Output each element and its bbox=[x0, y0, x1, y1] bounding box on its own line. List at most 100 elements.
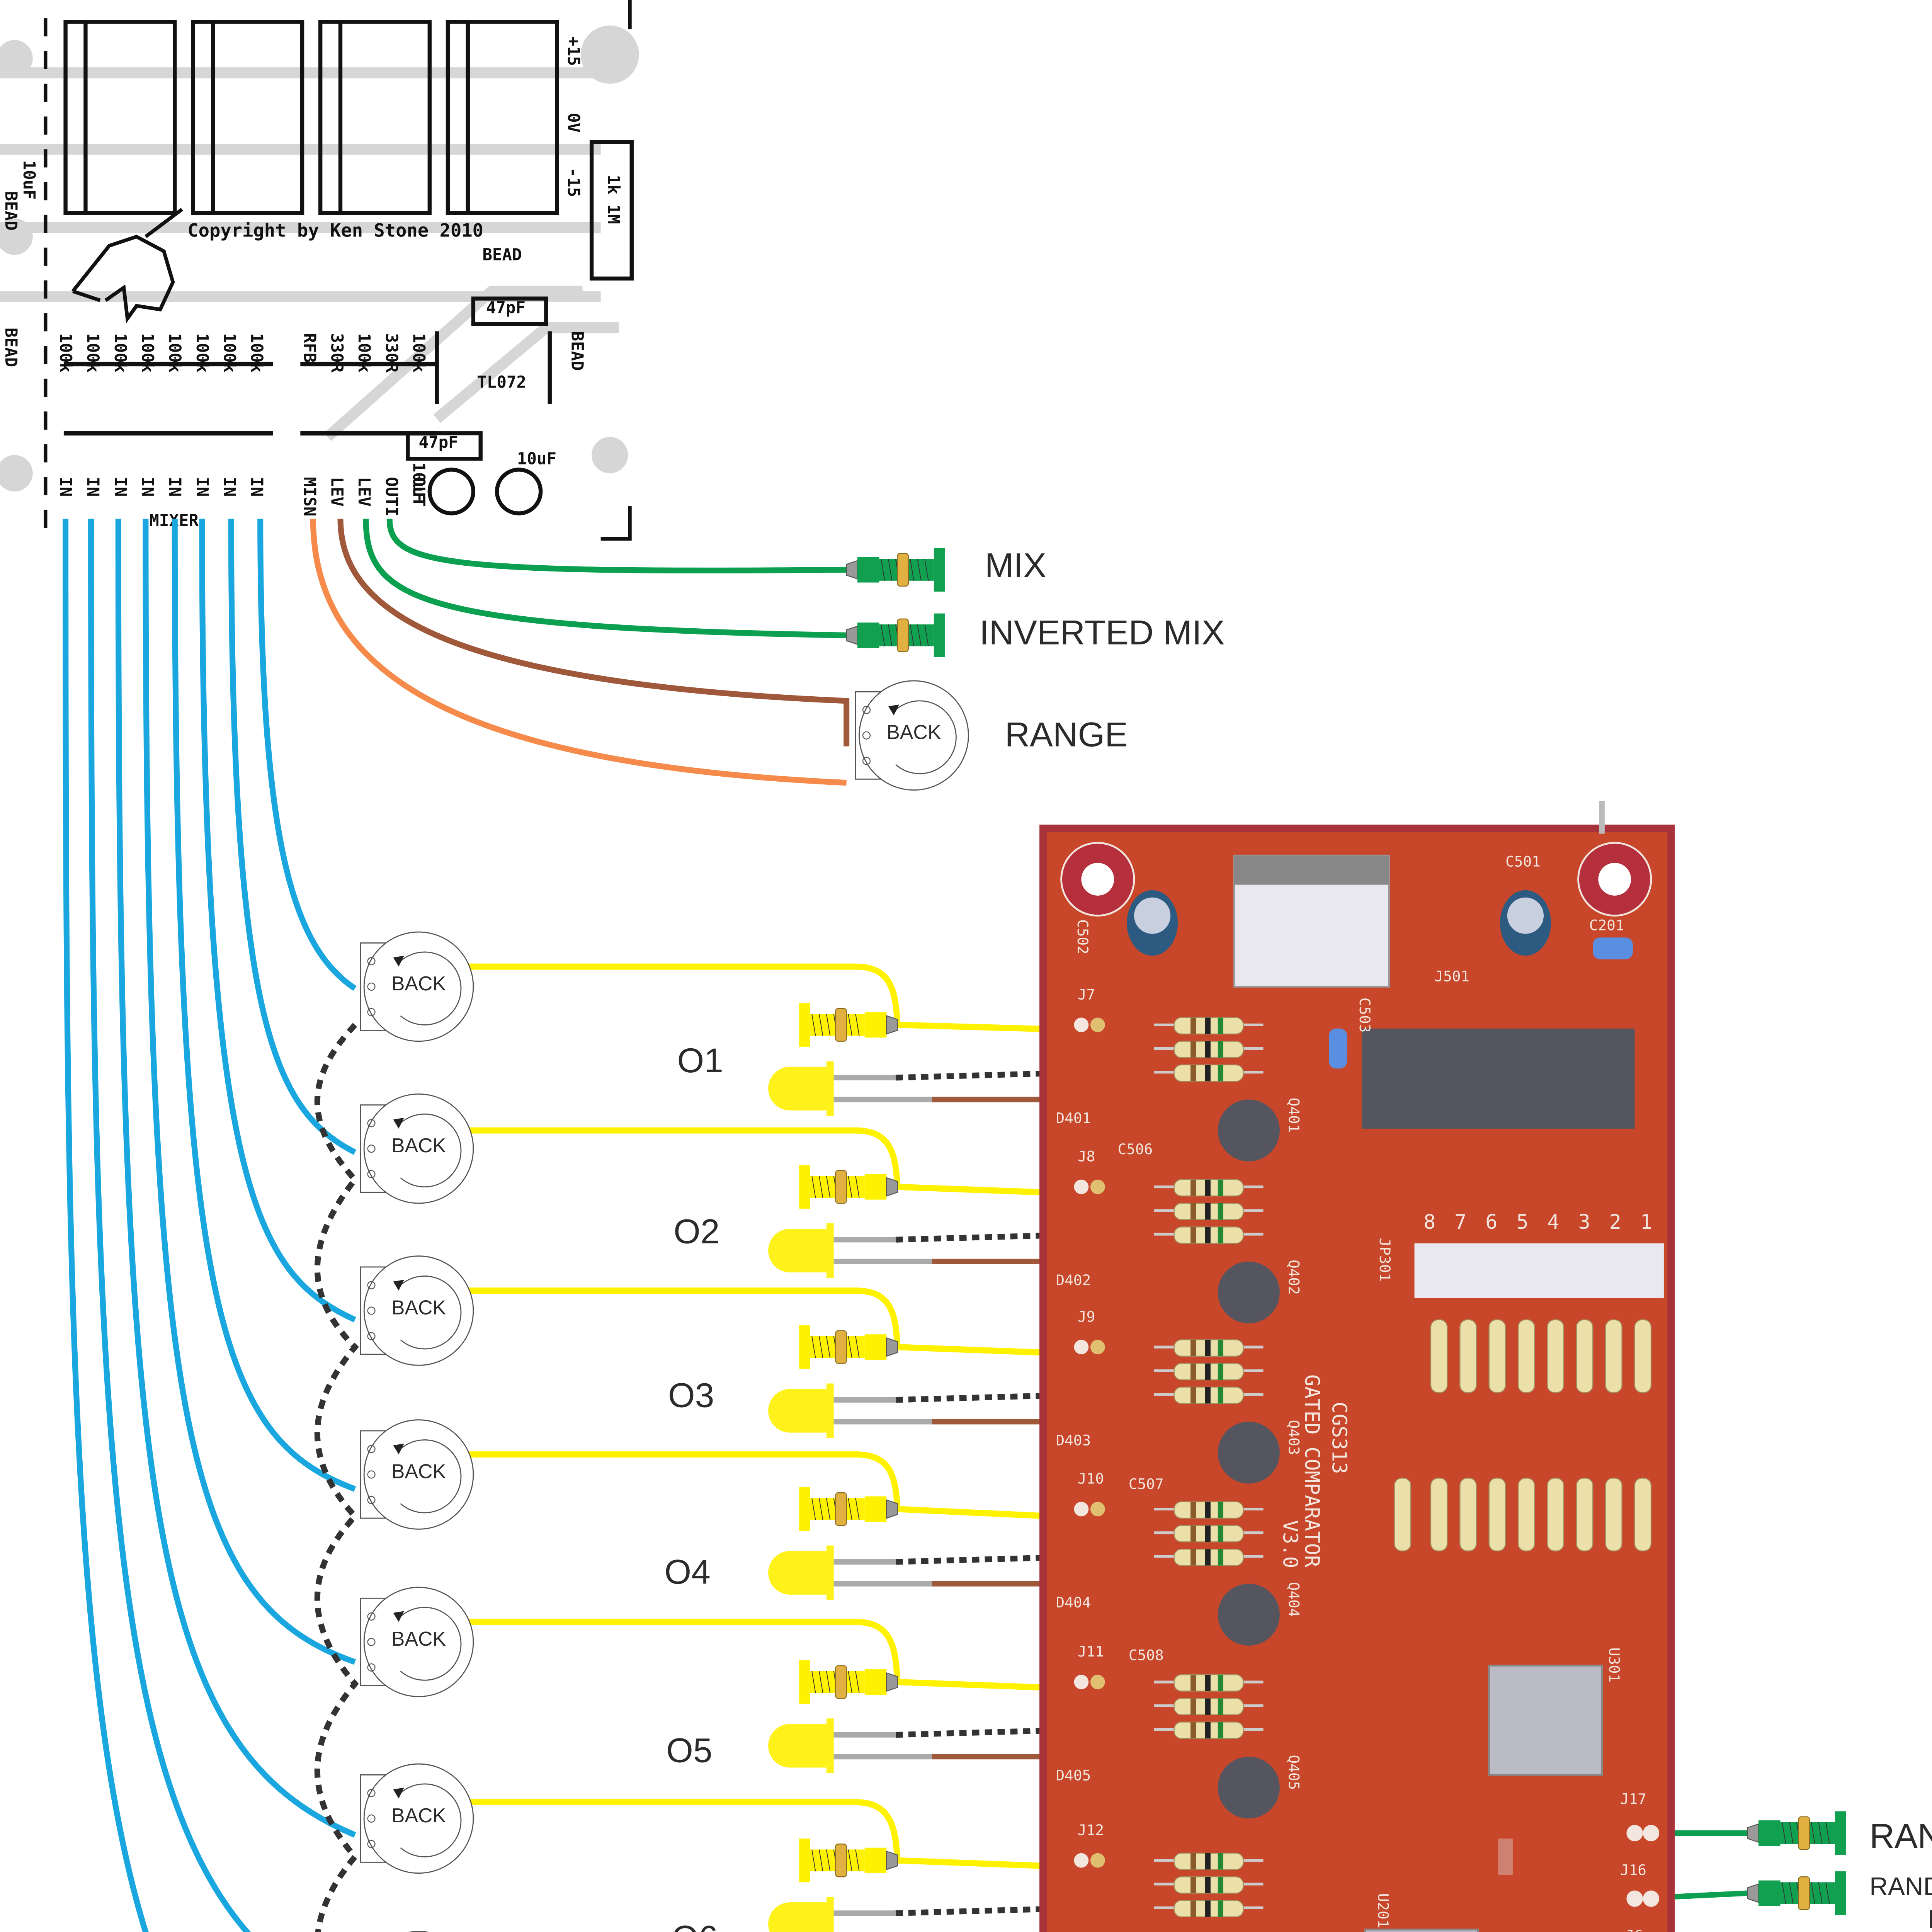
pcb-ref-j6: J6 bbox=[1626, 1929, 1643, 1932]
zero-volt-chain-wire bbox=[314, 1023, 359, 1932]
pot-channel-4[interactable] bbox=[360, 1419, 474, 1530]
pcb-ref-c502: C502 bbox=[1074, 919, 1090, 954]
pcb-title-cgs313: CGS313 bbox=[1327, 1401, 1351, 1474]
jack-inverted-mix[interactable] bbox=[846, 613, 945, 657]
mixer-resistor-value: 100k bbox=[191, 333, 209, 373]
mixer-resistor-leads bbox=[63, 362, 437, 436]
pot-range[interactable] bbox=[855, 680, 969, 791]
mixer-resistor-value: 100k bbox=[136, 333, 155, 373]
pcb-ref-c506: C506 bbox=[1117, 1141, 1153, 1158]
pcb-diode-ref: D405 bbox=[1056, 1767, 1091, 1784]
label-o4: O4 bbox=[664, 1554, 711, 1593]
jack-o6[interactable] bbox=[799, 1838, 898, 1883]
jack-random-melody[interactable] bbox=[1747, 1811, 1846, 1855]
pcb-jack-ref: J7 bbox=[1077, 986, 1095, 1003]
pcb-ref-c508: C508 bbox=[1128, 1647, 1164, 1664]
pcb-ref-jp301: JP301 bbox=[1376, 1238, 1393, 1282]
jp301-pin-number: 2 bbox=[1609, 1210, 1621, 1235]
jack-o3[interactable] bbox=[799, 1325, 898, 1369]
mixer-resistor-value: 100k bbox=[408, 333, 426, 373]
elec-cap-label-3: 10uF bbox=[517, 451, 557, 470]
jack-o1[interactable] bbox=[799, 1003, 898, 1047]
mixer-pads bbox=[0, 25, 639, 492]
pcb-diode-ref: D402 bbox=[1056, 1272, 1091, 1289]
pot-back-label: BACK bbox=[391, 1806, 446, 1828]
pot-channel-5[interactable] bbox=[360, 1587, 474, 1697]
pcb-ref-c503: C503 bbox=[1356, 997, 1373, 1033]
power-label-plus15: +15 bbox=[562, 36, 581, 66]
diode-1 bbox=[1498, 1838, 1513, 1875]
label-o5: O5 bbox=[666, 1733, 713, 1771]
pcb-jack-ref: J10 bbox=[1077, 1471, 1104, 1487]
pcb-jack-ref: J12 bbox=[1077, 1822, 1104, 1839]
power-connector-top bbox=[1234, 855, 1389, 885]
jack-mix[interactable] bbox=[846, 548, 945, 592]
pcb-jack-ref: J11 bbox=[1077, 1644, 1104, 1660]
jp301-pin-number: 4 bbox=[1547, 1210, 1560, 1235]
bead-label-2: BEAD bbox=[566, 331, 585, 371]
pcb-ref-c201: C201 bbox=[1589, 917, 1624, 934]
pcb-ref-j501: J501 bbox=[1434, 968, 1470, 985]
jack-o5[interactable] bbox=[799, 1660, 898, 1704]
jp301-pin-number: 6 bbox=[1485, 1210, 1498, 1235]
led-o6 bbox=[768, 1896, 896, 1932]
jack-o2[interactable] bbox=[799, 1165, 898, 1209]
label-range: RANGE bbox=[1005, 717, 1128, 756]
ic-u201 bbox=[1364, 1929, 1479, 1932]
mixer-resistor-value: 100k bbox=[245, 333, 264, 373]
pcb-diode-ref: D401 bbox=[1056, 1110, 1091, 1127]
mixer-relays bbox=[63, 20, 634, 515]
pot-back-label: BACK bbox=[886, 723, 941, 745]
cap-label-47pf-1: 47pF bbox=[486, 300, 526, 319]
jack-random-melody-inverted[interactable] bbox=[1747, 1871, 1846, 1915]
label-o1: O1 bbox=[677, 1043, 723, 1082]
resistor-1k-label: 1k 1M bbox=[602, 175, 621, 224]
pcb-title-gated-comparator: GATED COMPARATOR bbox=[1299, 1374, 1323, 1568]
mixer-corner-marks bbox=[600, 0, 632, 541]
cap-c201 bbox=[1593, 937, 1633, 959]
top-output-wires bbox=[310, 519, 850, 786]
jp301-header bbox=[1414, 1243, 1664, 1298]
mixer-resistor-value: 330R bbox=[380, 333, 399, 373]
pcb-right-pads bbox=[1626, 1825, 1660, 1907]
mixer-resistor-value: 100k bbox=[353, 333, 372, 373]
ic-label-tl072: TL072 bbox=[477, 375, 526, 393]
mixer-resistor-value: 100k bbox=[54, 333, 73, 373]
pot-channel-2[interactable] bbox=[360, 1093, 474, 1204]
label-random-melody-inverted-1: RANDOM MELODY bbox=[1869, 1871, 1932, 1901]
pcb-ref-q401: Q401 bbox=[1285, 1097, 1302, 1133]
jack-o4[interactable] bbox=[799, 1487, 898, 1531]
led-o2 bbox=[768, 1223, 932, 1278]
pcb-ref-j16: J16 bbox=[1620, 1862, 1646, 1879]
mixer-resistor-value: 100k bbox=[82, 333, 100, 373]
mixer-pin-label: IN bbox=[109, 477, 128, 497]
label-o3: O3 bbox=[668, 1378, 714, 1417]
label-mix: MIX bbox=[985, 548, 1046, 586]
cap-label-47pf-2: 47pF bbox=[418, 435, 458, 454]
mixer-pin-label: OUTI bbox=[380, 477, 399, 517]
led-o5 bbox=[768, 1718, 932, 1773]
led-o1 bbox=[768, 1061, 932, 1116]
pcb-jack-ref: J8 bbox=[1077, 1148, 1095, 1165]
led-o3 bbox=[768, 1383, 932, 1438]
pcb-ref-c501: C501 bbox=[1505, 854, 1541, 870]
pcb-ref-q405: Q405 bbox=[1285, 1755, 1302, 1790]
pot-channel-1[interactable] bbox=[360, 931, 474, 1042]
elec-cap-label-1: 10uF bbox=[18, 160, 37, 200]
pot-back-label: BACK bbox=[391, 1629, 446, 1651]
pcb-ref-q404: Q404 bbox=[1285, 1582, 1302, 1617]
pot-channel-6[interactable] bbox=[360, 1763, 474, 1874]
jp301-pin-number: 1 bbox=[1640, 1210, 1652, 1235]
pcb-diode-ref: D404 bbox=[1056, 1594, 1091, 1611]
mixer-pin-label: IN bbox=[54, 477, 73, 497]
cap-c503 bbox=[1329, 1028, 1347, 1069]
led-o4 bbox=[768, 1545, 932, 1600]
mixer-resistor-value: 330R bbox=[326, 333, 344, 373]
jp301-pin-number: 5 bbox=[1516, 1210, 1529, 1235]
mixer-resistor-value: 100k bbox=[163, 333, 182, 373]
pot-channel-3[interactable] bbox=[360, 1255, 474, 1366]
pot-back-label: BACK bbox=[391, 1136, 446, 1158]
